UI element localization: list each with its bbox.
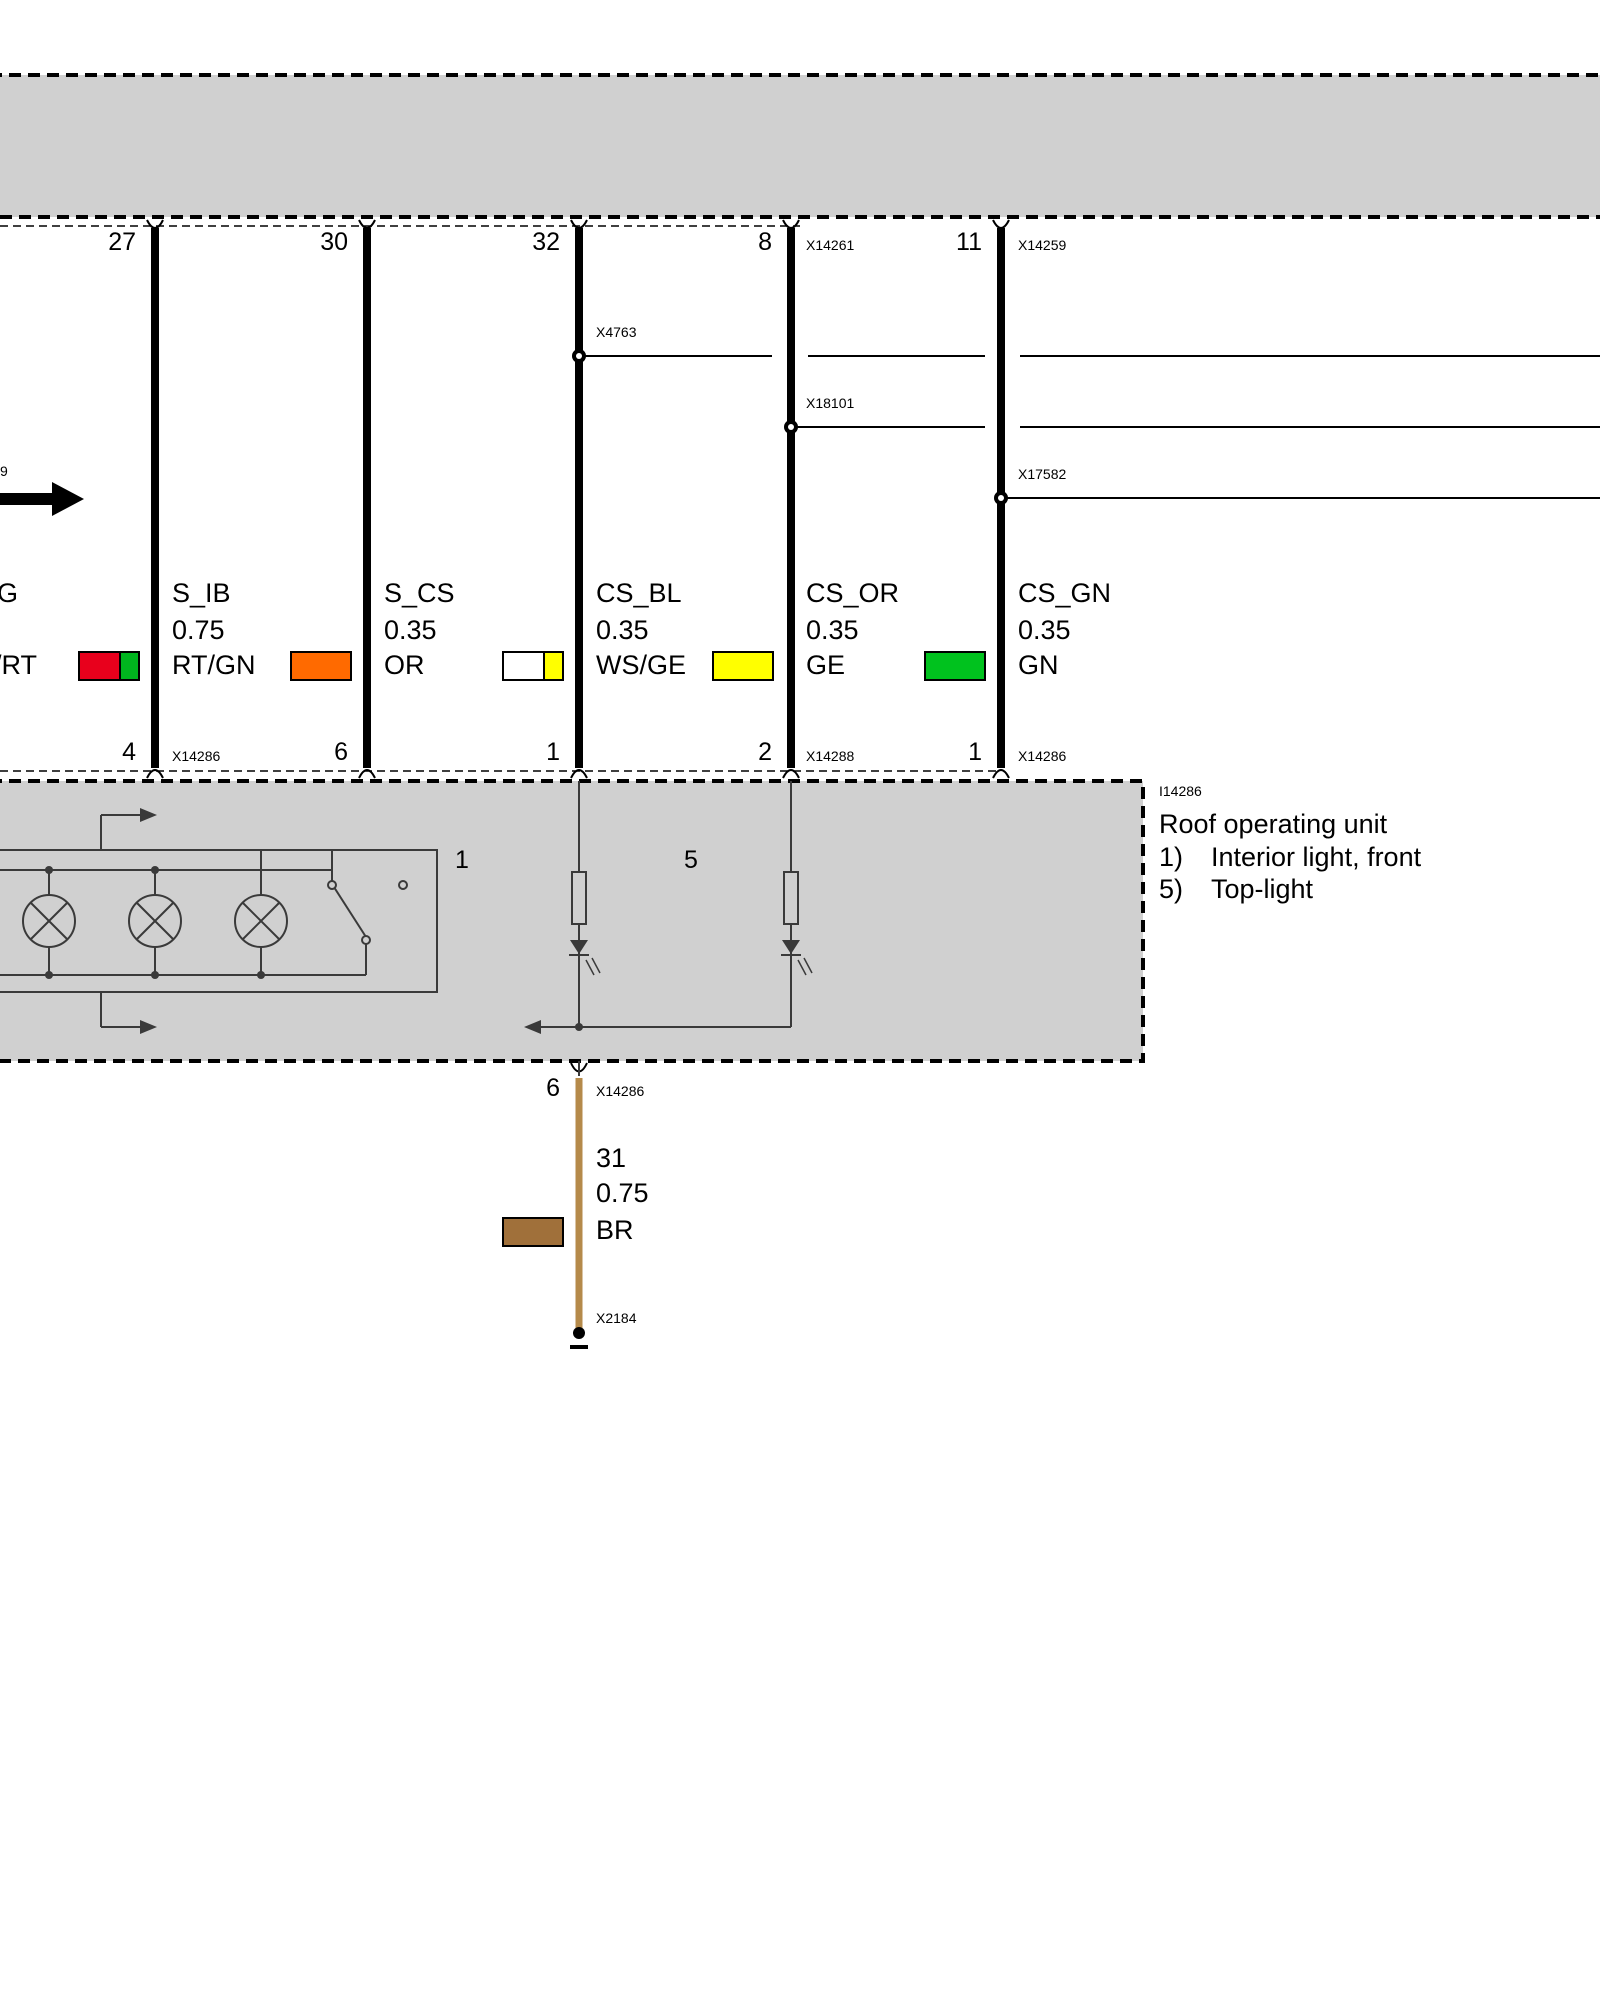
wire-color-cs-bl: WS/GE	[596, 650, 686, 680]
ground-top-connector: X14286	[596, 1083, 644, 1099]
ground-arrow-icon	[524, 1020, 583, 1034]
top-connector-x14259: X14259	[1018, 237, 1066, 253]
color-swatch-0	[78, 651, 140, 681]
sub-unit-label-1: 1	[455, 846, 469, 874]
unit-id: I14286	[1159, 783, 1202, 799]
bottom-pin-4: 4	[122, 738, 136, 766]
wire-color-s-ib: RT/GN	[172, 650, 256, 680]
wire-name-s-cs: S_CS	[384, 578, 455, 608]
top-pin-32: 32	[532, 228, 560, 256]
top-pin-marks	[146, 219, 1010, 229]
unit-item-num-5: 5)	[1159, 874, 1183, 904]
top-pin-27: 27	[108, 228, 136, 256]
top-pin-8: 8	[758, 228, 772, 256]
ground-top-pin: 6	[546, 1074, 560, 1102]
unit-item-text-5: Top-light	[1211, 874, 1314, 904]
unit-item-text-1: Interior light, front	[1211, 842, 1422, 872]
continuation-arrow-icon	[0, 482, 84, 516]
top-pin-30: 30	[320, 228, 348, 256]
wire-gauge-s-ib: 0.75	[172, 615, 225, 645]
vertical-wires	[151, 228, 1005, 768]
ground-wire-gauge: 0.75	[596, 1178, 649, 1208]
ground-terminal	[573, 1327, 585, 1339]
ground-connector: X2184	[596, 1310, 637, 1326]
bottom-connector-x14286-a: X14286	[172, 748, 220, 764]
switch-contacts	[327, 880, 408, 945]
ground-wire-name: 31	[596, 1143, 626, 1173]
bottom-pin-1: 1	[546, 738, 560, 766]
color-swatch-s-cs	[502, 651, 564, 681]
ground-bar	[570, 1345, 588, 1349]
wire-color-0: /RT	[0, 650, 37, 680]
bottom-pin-2: 2	[758, 738, 772, 766]
led-icon	[781, 940, 813, 976]
sub-unit-label-5: 5	[684, 846, 698, 874]
color-swatch-s-ib	[290, 651, 352, 681]
wire-gauge-s-cs: 0.35	[384, 615, 437, 645]
wire-gauge-cs-gn: 0.35	[1018, 615, 1071, 645]
lamp-icon	[234, 894, 288, 948]
bottom-connector-x14286-b: X14286	[1018, 748, 1066, 764]
splice-label-x17582: X17582	[1018, 466, 1066, 482]
wire-name-cs-bl: CS_BL	[596, 578, 682, 608]
unit-item-num-1: 1)	[1159, 842, 1183, 872]
bottom-pin-marks	[146, 769, 1010, 779]
splice-label-x4763: X4763	[596, 324, 637, 340]
upper-module	[0, 73, 1600, 219]
arrow-ref-label: 9	[0, 463, 8, 479]
top-connector-x14261: X14261	[806, 237, 854, 253]
wire-color-cs-or: GE	[806, 650, 845, 680]
wire-color-s-cs: OR	[384, 650, 425, 680]
lamp-icon	[128, 894, 182, 948]
color-swatch-cs-bl	[712, 651, 774, 681]
wire-gauge-cs-or: 0.35	[806, 615, 859, 645]
bottom-connector-x14288: X14288	[806, 748, 854, 764]
top-pin-11: 11	[956, 228, 982, 256]
wire-name-cs-or: CS_OR	[806, 578, 899, 608]
wire-gauge-cs-bl: 0.35	[596, 615, 649, 645]
cross-wires	[579, 355, 1600, 499]
interior-light-junctions	[45, 808, 265, 1034]
unit-title: Roof operating unit	[1159, 809, 1388, 839]
color-swatch-cs-or	[924, 651, 986, 681]
wire-color-cs-gn: GN	[1018, 650, 1059, 680]
led-icon	[569, 940, 601, 976]
splice-label-x18101: X18101	[806, 395, 854, 411]
lamp-icon	[22, 894, 76, 948]
color-swatch-br	[502, 1217, 564, 1247]
bottom-pin-1b: 1	[968, 738, 982, 766]
ground-wire-color: BR	[596, 1215, 634, 1245]
wire-name-cs-gn: CS_GN	[1018, 578, 1111, 608]
bottom-pin-6: 6	[334, 738, 348, 766]
wire-name-0: G	[0, 578, 18, 608]
splice-dots	[572, 349, 1008, 505]
wire-name-s-ib: S_IB	[172, 578, 231, 608]
